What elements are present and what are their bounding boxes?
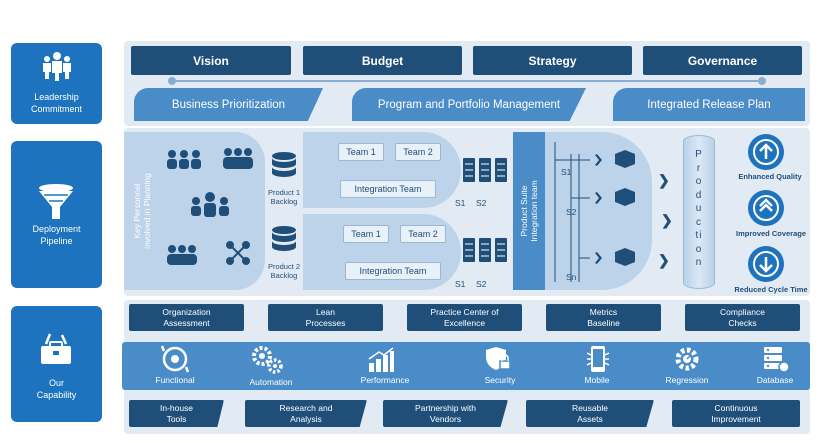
business-prioritization-box: Business Prioritization (134, 88, 323, 121)
security-label: Security (484, 375, 516, 385)
package-icons (615, 150, 635, 266)
s2-label-2: S2 (476, 279, 487, 289)
budget-box: Budget (303, 46, 462, 75)
team2-box-2: Team 2 (400, 225, 446, 243)
s1-label-2: S1 (455, 279, 466, 289)
product1-backlog-label: Product 1 Backlog (267, 188, 301, 206)
program-portfolio-box: Program and Portfolio Management (352, 88, 586, 121)
production-label: Production (695, 149, 703, 268)
network-people-icon (226, 241, 250, 265)
arrow-3-icon: ❯ (658, 252, 670, 268)
meeting-icon (191, 192, 229, 217)
deployment-pipeline-box: Deployment Pipeline (11, 141, 102, 288)
practice-coe-box: Practice Center of Excellence (407, 304, 522, 331)
people-group-icon (43, 52, 71, 81)
inhouse-tools-box: In-house Tools (129, 400, 224, 427)
strategy-box: Strategy (473, 46, 632, 75)
regression-gear-icon (675, 347, 699, 371)
team1-box-2: Team 1 (343, 225, 389, 243)
s2-label-3: S2 (566, 207, 577, 217)
enhanced-quality-icon (748, 134, 784, 170)
s2-label-1: S2 (476, 198, 487, 208)
integration-team-box-2: Integration Team (345, 262, 441, 280)
mobile-label: Mobile (584, 375, 610, 385)
mobile-icon (586, 346, 610, 372)
deployment-pipeline-label: Deployment Pipeline (32, 224, 81, 246)
continuous-improvement-box: Continuous Improvement (672, 400, 800, 427)
team1-box-1: Team 1 (338, 143, 384, 161)
people-icon-2 (223, 148, 253, 169)
timeline-dot-right (758, 77, 766, 85)
leadership-commitment-label: Leadership Commitment (30, 92, 82, 114)
vision-box: Vision (131, 46, 291, 75)
reusable-assets-box: Reusable Assets (526, 400, 654, 427)
people-icon-1 (167, 150, 201, 169)
team-icons (167, 148, 253, 265)
database-icon-1 (272, 152, 296, 177)
security-shield-icon (486, 347, 511, 370)
integration-team-box-1: Integration Team (340, 180, 436, 198)
functional-label: Functional (155, 375, 195, 385)
automation-label: Automation (249, 377, 293, 387)
database-icon-2 (272, 226, 296, 251)
funnel-icon (39, 184, 73, 219)
product2-backlog-label: Product 2 Backlog (267, 262, 301, 280)
key-personnel-label: Key Personnel involved in Planning (132, 173, 152, 249)
timeline-dot-left (168, 77, 176, 85)
s1-label-3: S1 (561, 167, 572, 177)
our-capability-box: Our Capability (11, 306, 102, 422)
toolbox-icon (41, 333, 71, 364)
our-capability-label: Our Capability (36, 378, 77, 400)
suite-flow-lines (554, 142, 635, 282)
regression-label: Regression (665, 375, 709, 385)
metrics-baseline-box: Metrics Baseline (546, 304, 661, 331)
database-label: Database (756, 375, 794, 385)
functional-icon (160, 345, 190, 373)
reduced-cycle-time-icon (748, 246, 784, 282)
enhanced-quality-label: Enhanced Quality (738, 172, 802, 181)
organization-assessment-box: Organization Assessment (129, 304, 244, 331)
research-analysis-box: Research and Analysis (245, 400, 367, 427)
arrow-2-icon: ❯ (661, 212, 673, 228)
partnership-vendors-box: Partnership with Vendors (383, 400, 508, 427)
improved-coverage-icon (748, 190, 784, 226)
performance-label: Performance (360, 375, 410, 385)
server-icons-2 (463, 238, 507, 262)
performance-chart-icon (368, 347, 394, 372)
governance-box: Governance (643, 46, 802, 75)
server-icons-1 (463, 158, 507, 182)
sn-label: Sn (566, 272, 577, 282)
reduced-cycle-time-label: Reduced Cycle Time (734, 285, 808, 294)
people-icon-3 (167, 245, 197, 265)
production-cylinder: Production (683, 135, 715, 289)
timeline-line (172, 80, 762, 82)
lean-processes-box: Lean Processes (268, 304, 383, 331)
automation-gears-icon (252, 346, 283, 374)
arrow-1-icon: ❯ (658, 172, 670, 188)
leadership-commitment-box: Leadership Commitment (11, 43, 102, 124)
database-server-icon (764, 347, 790, 373)
suite-integration-bar: Product Suite Integration team (513, 132, 545, 290)
s1-label-1: S1 (455, 198, 466, 208)
team2-box-1: Team 2 (395, 143, 441, 161)
release-plan-box: Integrated Release Plan (613, 88, 805, 121)
compliance-checks-box: Compliance Checks (685, 304, 800, 331)
improved-coverage-label: Improved Coverage (735, 229, 807, 238)
